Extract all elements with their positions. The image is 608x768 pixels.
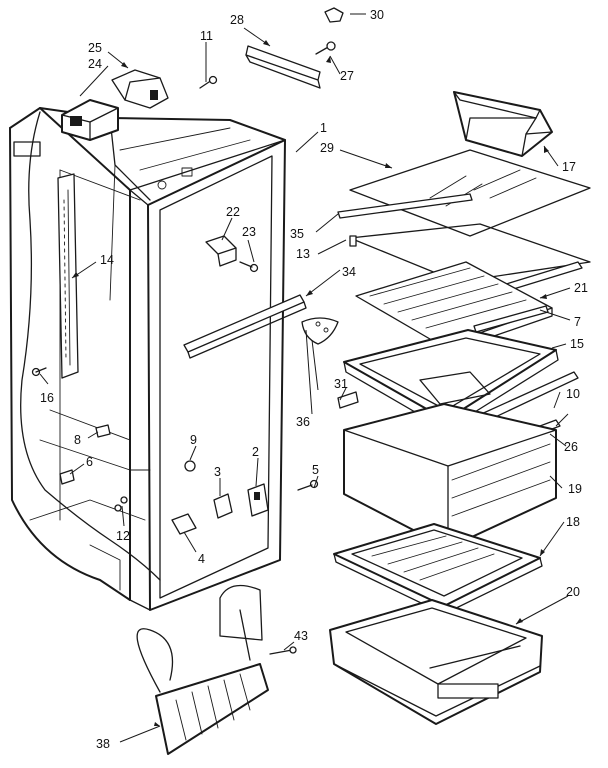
shelf-support-34 (183, 294, 307, 359)
callout-35: 35 (290, 227, 304, 241)
crisper-drawer-19 (343, 403, 557, 549)
callout-19: 19 (568, 482, 582, 496)
callout-30: 30 (370, 8, 384, 22)
callout-36: 36 (296, 415, 310, 429)
callout-34: 34 (342, 265, 356, 279)
callout-24: 24 (88, 57, 102, 71)
meat-pan-20 (329, 599, 543, 725)
callout-1: 1 (320, 121, 327, 135)
callout-27: 27 (340, 69, 354, 83)
callout-29: 29 (320, 141, 334, 155)
callout-9: 9 (190, 433, 197, 447)
nut-30 (324, 7, 344, 23)
callout-16: 16 (40, 391, 54, 405)
clip-9 (184, 460, 196, 472)
arrowheads (72, 40, 549, 726)
callout-labels: 28 11 25 24 30 27 1 29 17 35 13 22 23 34… (40, 8, 588, 751)
callout-31: 31 (334, 377, 348, 391)
bracket-22 (205, 235, 237, 267)
hinge-2 (247, 483, 269, 517)
evaporator-38 (136, 584, 269, 755)
cabinet-liner (9, 107, 286, 611)
leader-lines (39, 13, 571, 743)
callout-10: 10 (566, 387, 580, 401)
screw-27 (315, 41, 336, 55)
callout-4: 4 (198, 552, 205, 566)
callout-11: 11 (200, 29, 213, 43)
rail-28 (245, 45, 321, 89)
callout-17: 17 (562, 160, 576, 174)
light-housing-24 (61, 99, 119, 141)
clip-8 (95, 424, 111, 438)
bracket-3 (213, 493, 233, 519)
clip-31 (337, 391, 359, 409)
shelf-frame-13 (349, 223, 591, 283)
callout-12: 12 (116, 529, 130, 543)
callout-43: 43 (294, 629, 308, 643)
callout-20: 20 (566, 585, 580, 599)
callout-21: 21 (574, 281, 588, 295)
light-shield-25 (111, 69, 169, 109)
shelf-rail-14 (57, 173, 79, 379)
glass-shelf-29 (349, 149, 591, 237)
clip-43 (269, 646, 297, 655)
callout-26: 26 (564, 440, 578, 454)
callout-13: 13 (296, 247, 310, 261)
callout-38: 38 (96, 737, 110, 751)
screw-23 (239, 261, 259, 273)
crisper-liner (419, 371, 491, 405)
callout-25: 25 (88, 41, 102, 55)
screw-12 (114, 496, 128, 512)
callout-18: 18 (566, 515, 580, 529)
callout-28: 28 (230, 13, 244, 27)
callout-23: 23 (242, 225, 256, 239)
bracket-36 (301, 317, 339, 345)
callout-6: 6 (86, 455, 93, 469)
crisper-shelf-18 (333, 523, 543, 615)
shelf-7 (355, 261, 553, 355)
block-4 (171, 513, 197, 535)
wire-harness (20, 111, 161, 581)
callout-8: 8 (74, 433, 81, 447)
screw-16 (31, 367, 47, 377)
callout-3: 3 (214, 465, 221, 479)
callout-22: 22 (226, 205, 240, 219)
callout-15: 15 (570, 337, 584, 351)
shelf-trim-35 (337, 193, 473, 219)
callout-14: 14 (100, 253, 114, 267)
screw-11 (199, 75, 218, 89)
door-bin-17 (453, 91, 553, 157)
callout-5: 5 (312, 463, 319, 477)
callout-2: 2 (252, 445, 259, 459)
callout-7: 7 (574, 315, 581, 329)
